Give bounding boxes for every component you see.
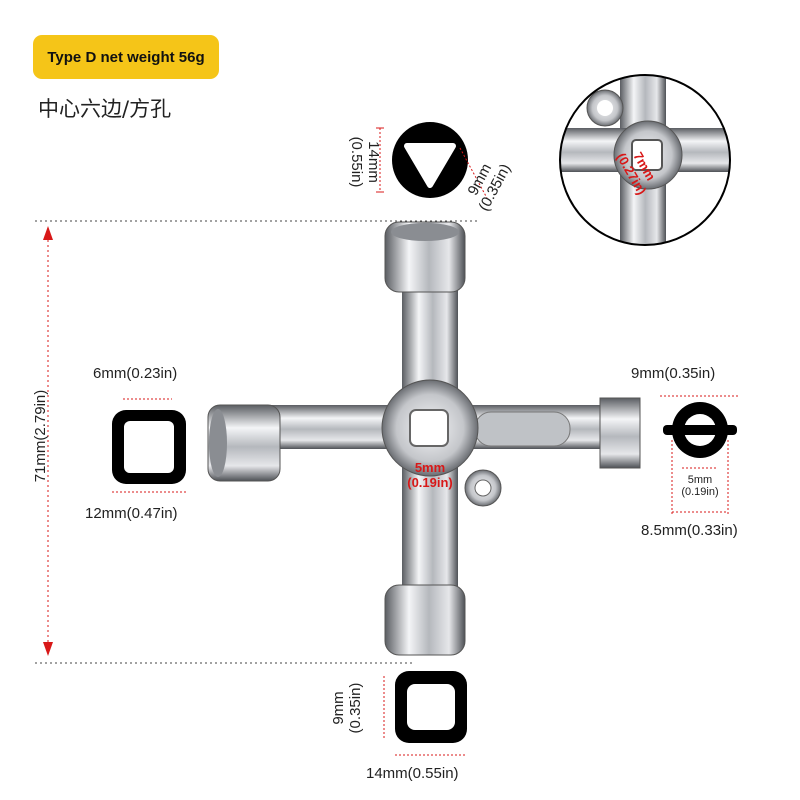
zoom-detail-circle: [559, 74, 731, 246]
triangle-height-label: 14mm (0.55in): [348, 136, 382, 188]
subtitle: 中心六边/方孔: [38, 97, 172, 121]
left-square-inner-label: 6mm(0.23in): [93, 365, 178, 382]
right-ring-diagram: [660, 395, 740, 515]
triangle-socket-diagram: [376, 122, 489, 201]
bottom-square-width-label: 14mm(0.55in): [366, 765, 459, 782]
right-bottom-label: 8.5mm(0.33in): [641, 522, 738, 539]
product-badge: Type D net weight 56g: [33, 35, 219, 79]
bottom-square-height-label: 9mm (0.35in): [330, 682, 364, 734]
right-outer-label: 9mm(0.35in): [631, 365, 716, 382]
overall-height-label: 71mm(2.79in): [32, 389, 49, 483]
left-square-outer-label: 12mm(0.47in): [85, 505, 178, 522]
bottom-square-diagram: [383, 671, 467, 756]
left-square-diagram: [112, 398, 186, 493]
guide-lines: [35, 220, 480, 664]
overall-height-arrow: [43, 226, 53, 656]
cross-key: [207, 221, 641, 656]
badge-label: Type D net weight 56g: [47, 48, 205, 66]
right-inner-label: 5mm (0.19in): [681, 474, 719, 498]
center-square-label: 5mm (0.19in): [407, 460, 453, 490]
